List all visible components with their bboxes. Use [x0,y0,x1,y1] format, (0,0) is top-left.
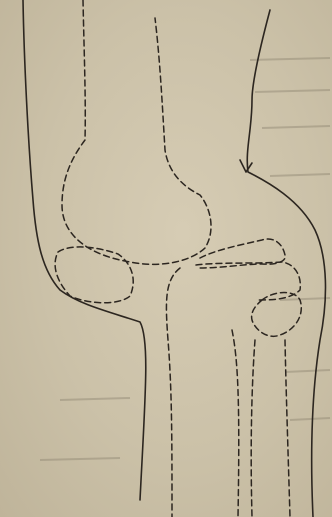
fibula-outline [251,293,301,517]
femur-outline [62,0,211,264]
patella-outline [200,239,285,268]
notch-mark [240,160,252,172]
